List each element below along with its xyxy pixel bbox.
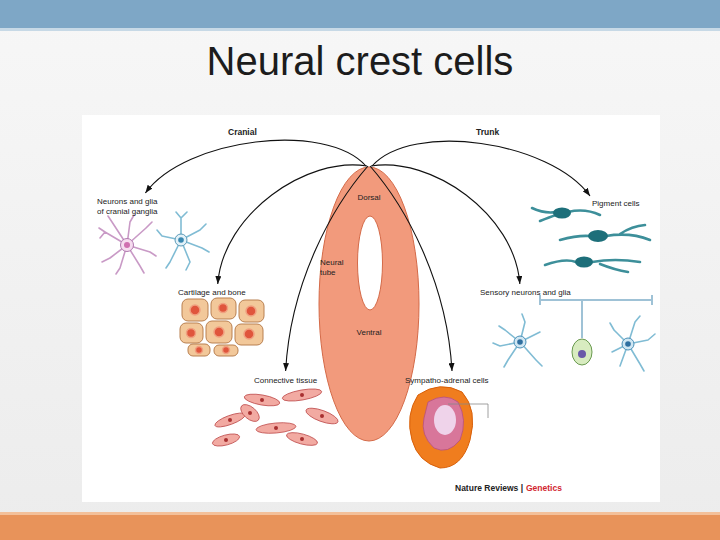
chondrocyte xyxy=(182,299,208,321)
glia-processes xyxy=(157,212,209,270)
neural-tube: DorsalNeural tubeVentral xyxy=(318,166,420,442)
fibroblast xyxy=(213,410,246,429)
derivative-group: Connective tissue xyxy=(203,371,343,447)
fibroblast-nuclei xyxy=(224,393,324,442)
nucleus xyxy=(248,411,252,415)
glia-nucleus xyxy=(178,237,184,243)
nucleus xyxy=(223,347,230,354)
glia-processes xyxy=(610,316,655,371)
pigment-cell xyxy=(553,208,571,219)
neuron-body xyxy=(121,239,134,252)
nucleus xyxy=(300,437,304,441)
region-heading: Cranial xyxy=(228,127,257,137)
cell-type-label: Sympatho-adrenal cells xyxy=(405,376,502,386)
chondrocyte xyxy=(188,344,210,356)
nucleus xyxy=(320,414,324,418)
fibroblast xyxy=(285,430,318,448)
migration-arrow xyxy=(286,166,368,371)
chondrocyte xyxy=(239,300,264,322)
nucleus xyxy=(219,304,228,313)
adrenal-gland xyxy=(410,387,473,468)
glia-body xyxy=(622,338,634,350)
nucleus xyxy=(224,438,228,442)
derivative-group: Cartilage and bone xyxy=(175,284,270,356)
glia-nucleus xyxy=(517,339,523,345)
chondrocyte xyxy=(180,323,203,343)
nucleus xyxy=(274,426,278,430)
neural-tube-wall xyxy=(319,167,419,441)
cell-type-label: Neurons and glia of cranial ganglia xyxy=(97,197,163,216)
nucleus xyxy=(196,347,203,354)
nucleus xyxy=(246,306,256,316)
chondrocyte xyxy=(235,324,263,345)
nucleus xyxy=(190,305,200,315)
cell-type-label: Connective tissue xyxy=(254,376,342,386)
nucleus xyxy=(300,393,304,397)
glia-nucleus xyxy=(625,341,631,347)
fibroblast xyxy=(211,432,241,449)
nucleus xyxy=(244,329,254,339)
cell-type-label: Cartilage and bone xyxy=(178,288,268,298)
tube-region-label: Dorsal xyxy=(318,193,420,203)
chondrocyte xyxy=(206,321,232,343)
slide-title: Neural crest cells xyxy=(0,36,720,86)
adrenal-medulla xyxy=(423,397,463,450)
chondrocyte xyxy=(211,298,236,319)
derivative-group: Sympatho-adrenal cells xyxy=(403,371,503,475)
cell-type-label: Sensory neurons and glia xyxy=(480,288,610,298)
glia-body xyxy=(514,336,526,348)
derivative-group: Sensory neurons and glia xyxy=(478,284,660,390)
pigment-cell xyxy=(575,257,593,268)
medulla-core xyxy=(434,405,456,435)
nucleus xyxy=(228,418,232,422)
nucleus xyxy=(187,329,196,338)
neuron-nucleus xyxy=(124,242,130,248)
glia-processes xyxy=(493,314,542,367)
migration-arrow xyxy=(371,165,520,284)
neuron-processes xyxy=(99,215,156,274)
derivative-group: Neurons and glia of cranial ganglia xyxy=(95,193,215,277)
header-band xyxy=(0,0,720,28)
tube-region-label: Ventral xyxy=(318,328,420,338)
tube-region-label: Neural tube xyxy=(320,258,350,277)
region-heading: Trunk xyxy=(476,127,499,137)
sensory-neuron-body xyxy=(572,339,592,365)
neuron-axon xyxy=(540,295,652,338)
cartilage-cells xyxy=(180,298,264,356)
migration-arrow xyxy=(218,165,367,284)
footer-band xyxy=(0,515,720,540)
fibroblast xyxy=(304,405,340,427)
journal-credit: Nature Reviews | xyxy=(455,483,523,493)
pigment-cell xyxy=(588,230,608,242)
neural-tube-shape xyxy=(318,166,420,442)
cell-type-label: Pigment cells xyxy=(592,199,654,209)
nucleus xyxy=(214,327,224,337)
neural-tube-lumen xyxy=(358,216,383,310)
header-line xyxy=(0,28,720,31)
derivative-group: Pigment cells xyxy=(525,196,655,276)
sensory-neuron-nucleus xyxy=(578,350,586,358)
pigment-cell-processes xyxy=(532,208,600,221)
cartilage-nuclei xyxy=(187,304,257,354)
migration-arrow xyxy=(372,141,590,196)
fibroblasts xyxy=(211,387,340,449)
migration-arrow xyxy=(145,140,366,193)
fibroblast xyxy=(281,387,322,404)
migration-arrow xyxy=(370,166,452,371)
journal-credit: Genetics xyxy=(526,483,562,493)
chondrocyte xyxy=(214,345,238,356)
leader-line xyxy=(448,404,488,418)
fibroblast xyxy=(238,401,263,424)
glia-body xyxy=(175,234,187,246)
nucleus xyxy=(260,398,264,402)
